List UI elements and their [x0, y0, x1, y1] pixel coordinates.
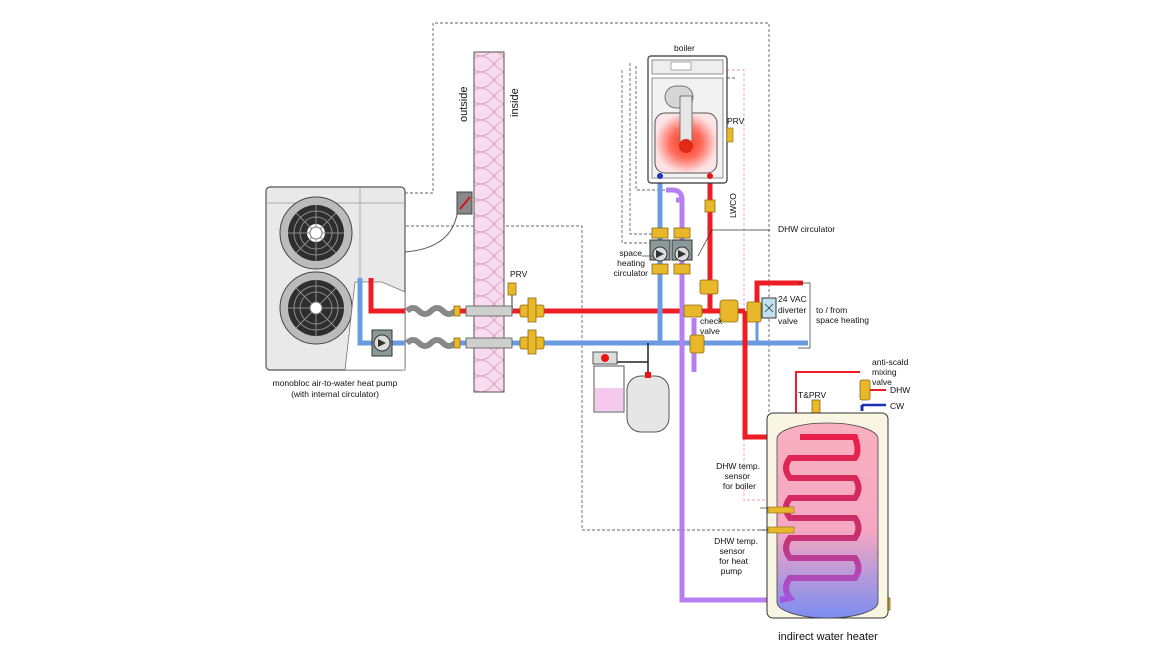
wall-sleeves: [465, 305, 513, 349]
sensor-heat-pump-label-3: for heat: [719, 556, 748, 566]
wall-insulation: [473, 51, 505, 393]
sensor-heat-pump-label-4: pump: [721, 566, 743, 576]
dhw-circulator-label: DHW circulator: [778, 224, 835, 234]
check-valve-label-1: check: [700, 316, 723, 326]
sensor-heat-pump-label-1: DHW temp.: [714, 536, 758, 546]
outside-label: outside: [458, 87, 470, 122]
diverter-valve-label-3: valve: [778, 316, 798, 326]
anti-scald-label-3: valve: [872, 377, 892, 387]
indirect-water-heater: [766, 412, 889, 619]
lwco-label: LWCO: [728, 193, 738, 218]
space-heating-circulator-label-2: heating: [617, 258, 645, 268]
fan-lower: [279, 271, 353, 345]
fan-upper: [279, 196, 353, 270]
inside-label: inside: [509, 88, 521, 117]
prv-boiler-label: PRV: [727, 116, 745, 126]
diverter-valve-label-1: 24 VAC: [778, 294, 807, 304]
heat-pump-label-2: (with internal circulator): [291, 389, 379, 399]
tprv-label: T&PRV: [798, 390, 827, 400]
leader-lines: [642, 229, 811, 531]
sensor-boiler-label-3: for boiler: [723, 481, 756, 491]
sensor-boiler-label-2: sensor: [724, 471, 750, 481]
dhw-label: DHW: [890, 385, 910, 395]
space-heating-circulator-label-3: circulator: [614, 268, 649, 278]
to-from-label-1: to / from: [816, 305, 847, 315]
outdoor-reset-sensor: [456, 191, 473, 215]
circulator-pumps: [371, 239, 693, 357]
water-heater-label: indirect water heater: [778, 631, 878, 643]
sensor-boiler-label-1: DHW temp.: [716, 461, 760, 471]
control-wiring: [405, 22, 770, 531]
prv-main-label: PRV: [510, 269, 528, 279]
space-heating-circulator-label-1: space: [619, 248, 642, 258]
diverter-actuator: [761, 297, 777, 319]
anti-scald-label-2: mixing: [872, 367, 897, 377]
sensor-heat-pump-label-2: sensor: [719, 546, 745, 556]
boiler-unit: [647, 55, 734, 184]
anti-scald-label-1: anti-scald: [872, 357, 909, 367]
feeder-tank: [592, 351, 625, 413]
boiler-label: boiler: [674, 43, 695, 53]
heat-pump-label-1: monobloc air-to-water heat pump: [273, 378, 398, 388]
diverter-valve-label-2: diverter: [778, 305, 807, 315]
check-valve-label-2: valve: [700, 326, 720, 336]
cw-label: CW: [890, 401, 904, 411]
to-from-label-2: space heating: [816, 315, 869, 325]
heat-pump-unit: [265, 186, 459, 371]
expansion-tank: [626, 372, 670, 433]
